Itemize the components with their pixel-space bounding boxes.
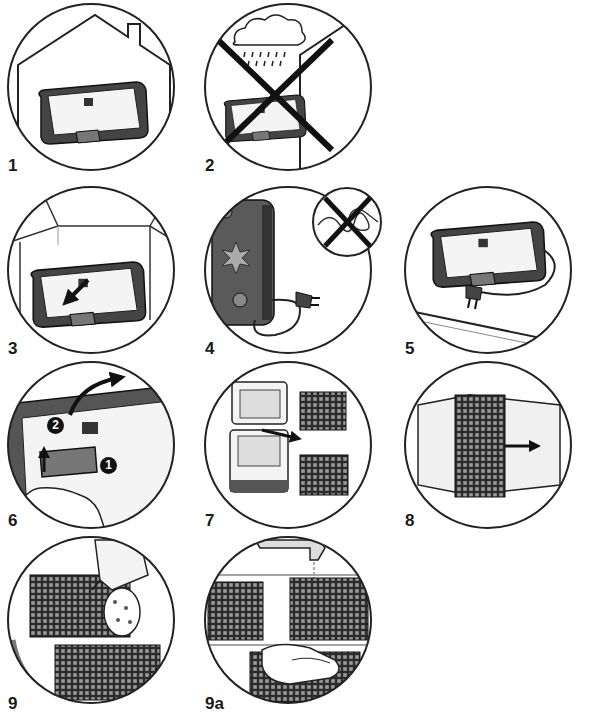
unpack-panel <box>10 198 176 340</box>
open-lid-panel <box>0 378 180 530</box>
step-number: 1 <box>8 157 17 175</box>
panel-frame <box>405 362 571 528</box>
callout-number: 1 <box>100 457 117 474</box>
panel-frame <box>8 187 174 353</box>
step-number: 2 <box>205 157 214 175</box>
tangled-cord-inset <box>313 188 381 256</box>
step-number: 3 <box>8 340 17 358</box>
step-number: 7 <box>205 512 214 530</box>
panel-frame <box>8 362 174 528</box>
step-number: 5 <box>405 340 414 358</box>
rinse-plates-panel <box>205 540 370 702</box>
panel-frame <box>205 4 371 170</box>
cord-panel <box>212 200 320 335</box>
panel-frame <box>205 537 371 703</box>
step-number: 4 <box>205 340 214 358</box>
plug-in-panel <box>405 222 575 353</box>
step-number: 8 <box>405 512 414 530</box>
step-number: 9 <box>8 695 17 713</box>
step-number: 9a <box>205 695 224 713</box>
panel-frame <box>405 187 571 353</box>
step-number: 6 <box>8 512 17 530</box>
callout-number: 2 <box>47 417 64 434</box>
panel-frame <box>8 4 174 170</box>
panel-frame <box>8 537 174 703</box>
remove-plates-panel <box>230 382 348 495</box>
slide-plate-panel <box>418 395 560 497</box>
panel-frame <box>205 362 371 528</box>
wash-plates-panel <box>12 540 160 700</box>
